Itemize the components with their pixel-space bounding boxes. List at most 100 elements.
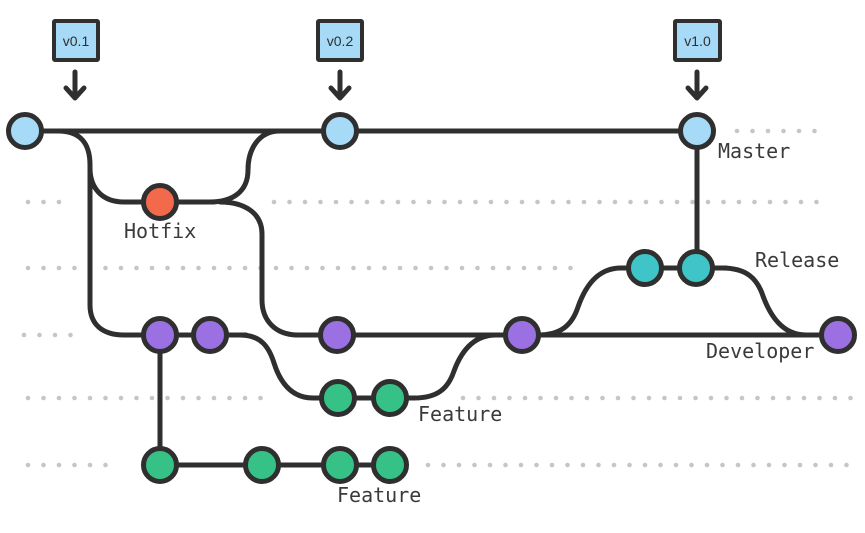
- lane-dot: [817, 395, 822, 401]
- lane-dot: [611, 462, 617, 468]
- branch-label-release: Release: [755, 248, 840, 272]
- lane-dot: [734, 128, 740, 134]
- lane-dot: [25, 395, 31, 401]
- lane-dot: [507, 395, 512, 401]
- lane-dot: [814, 199, 819, 205]
- lane-dot: [739, 395, 745, 401]
- lane-dot: [674, 199, 680, 205]
- path-master-to-developer: [55, 128, 165, 338]
- lane-dot: [597, 199, 602, 205]
- tag-v0-2-label: v0.2: [326, 32, 354, 49]
- lane-dot: [25, 462, 31, 468]
- lane-dot: [689, 462, 694, 468]
- branch-label-feature-b: Feature: [337, 483, 422, 507]
- lane-dot: [566, 199, 571, 205]
- lane-dot: [786, 395, 791, 401]
- commit-node-feature-b: [321, 446, 359, 484]
- lane-dot: [519, 199, 525, 205]
- lane-dot: [580, 462, 586, 468]
- lane-dot: [351, 265, 356, 271]
- lane-dot: [425, 462, 431, 468]
- lane-dot: [134, 265, 139, 271]
- lane-dot: [211, 265, 217, 271]
- lane-dot: [783, 199, 788, 205]
- lane-dot: [782, 462, 787, 468]
- commit-node-developer: [141, 316, 179, 354]
- lane-dot: [397, 265, 403, 271]
- lane-dot: [118, 395, 124, 401]
- commit-node-master: [321, 112, 359, 150]
- lane-dot: [149, 395, 155, 401]
- lane-dot: [37, 332, 42, 338]
- branch-label-feature-a: Feature: [418, 402, 503, 426]
- lane-dot: [673, 462, 679, 468]
- branch-label-master: Master: [718, 139, 791, 163]
- lane-dot: [196, 265, 201, 271]
- lane-dot: [752, 199, 757, 205]
- lane-dot: [333, 199, 339, 205]
- lane-dot: [72, 265, 77, 271]
- lane-dot: [103, 462, 108, 468]
- lane-dot: [736, 199, 742, 205]
- branch-label-developer: Developer: [706, 339, 815, 363]
- lane-dot: [52, 332, 58, 338]
- lane-dot: [56, 462, 62, 468]
- lane-dot: [534, 462, 539, 468]
- lane-dot: [134, 395, 139, 401]
- lane-dot: [491, 395, 497, 401]
- path-release-branch: [535, 265, 729, 338]
- path-hotfix-merge-developer: [217, 199, 343, 338]
- tag-v1-0: v1.0: [673, 19, 722, 62]
- lane-dot: [615, 395, 621, 401]
- path-hotfix-branch: [87, 165, 217, 205]
- lane-dot: [735, 462, 741, 468]
- lane-dot: [677, 395, 683, 401]
- tag-v0-1-label: v0.1: [62, 32, 90, 49]
- lane-dot: [522, 395, 528, 401]
- lane-dot: [627, 462, 632, 468]
- lane-dot: [335, 265, 341, 271]
- lane-dot: [318, 199, 323, 205]
- lane-dot: [596, 462, 601, 468]
- tag-arrow-head: [685, 85, 709, 101]
- lane-dot: [382, 265, 387, 271]
- lane-dot: [242, 265, 248, 271]
- lane-dot: [504, 199, 509, 205]
- commit-node-developer: [503, 316, 541, 354]
- lane-dot: [242, 395, 248, 401]
- lane-dot: [708, 395, 714, 401]
- lane-dot: [693, 395, 698, 401]
- commit-node-developer: [191, 316, 229, 354]
- lane-dot: [72, 462, 77, 468]
- lane-dot: [165, 265, 170, 271]
- tag-arrow-head: [328, 85, 352, 101]
- lane-dot: [704, 462, 710, 468]
- lane-dot: [643, 199, 649, 205]
- lane-dot: [612, 199, 618, 205]
- lane-dot: [41, 199, 46, 205]
- commit-node-release: [677, 249, 715, 287]
- lane-dot: [366, 265, 372, 271]
- lane-dot: [118, 265, 124, 271]
- lane-dot: [72, 395, 77, 401]
- lane-dot: [475, 265, 480, 271]
- lane-dot: [68, 332, 73, 338]
- commit-node-hotfix: [141, 183, 179, 221]
- lane-dot: [180, 395, 186, 401]
- lane-dot: [568, 265, 573, 271]
- lane-dot: [211, 395, 217, 401]
- commit-node-release: [626, 249, 664, 287]
- lane-dot: [832, 395, 838, 401]
- lane-dot: [631, 395, 636, 401]
- lane-dot: [180, 265, 186, 271]
- commit-node-feature-a: [371, 379, 409, 417]
- lane-dot: [21, 332, 27, 338]
- lane-dot: [518, 462, 524, 468]
- lane-dot: [750, 128, 755, 134]
- lane-dot: [476, 395, 481, 401]
- lane-dot: [796, 128, 802, 134]
- commit-node-developer: [819, 316, 857, 354]
- lane-dot: [411, 199, 416, 205]
- tag-arrow-head: [63, 85, 87, 101]
